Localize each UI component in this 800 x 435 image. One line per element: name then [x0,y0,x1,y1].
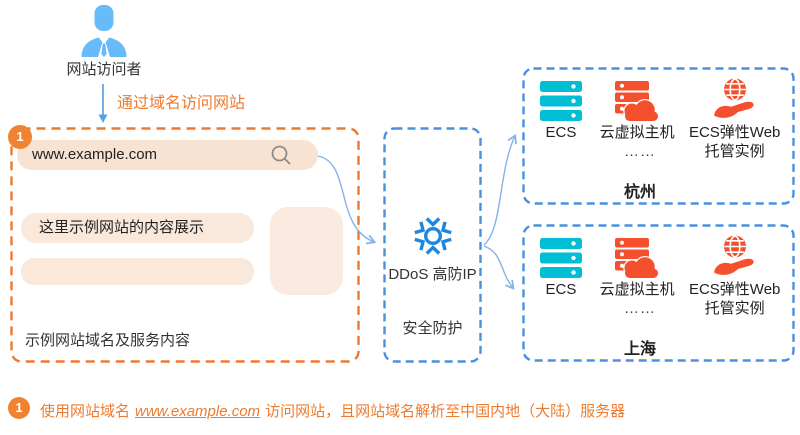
step-1-badge: 1 [8,125,32,149]
web-hosting-icon [712,78,758,121]
ddos-box-border [383,127,482,363]
ecs-server-icon [539,79,582,121]
ddos-subtitle: 安全防护 [402,320,463,337]
arrow-ddos-to-hangzhou [483,133,517,246]
service-ecs: ECS [534,79,588,162]
cloud-host-icon [615,79,660,121]
service-label: ECS弹性Web托管实例 [688,281,781,317]
search-icon [271,145,291,165]
region-box-hangzhou: ECS [522,67,795,205]
cloud-host-icon [615,236,660,278]
address-bar: www.example.com [17,140,318,170]
ddos-title: DDoS 高防IP [388,266,477,283]
flow-arrow-label: 通过域名访问网站 [117,95,246,112]
service-label: 云虚拟主机 [599,281,675,298]
web-hosting-icon [712,235,758,278]
service-cloud-host: 云虚拟主机 [588,236,686,319]
service-cloud-host: 云虚拟主机 [588,79,686,162]
website-box: www.example.com 这里示例网站的内容展示 示例网站域名及服务内容 [10,127,360,363]
footnote-step-badge: 1 [8,397,30,419]
content-empty-bar [21,258,254,285]
footnote-domain: www.example.com [135,403,261,420]
anti-ddos-icon [414,217,452,255]
website-box-border [10,127,360,363]
region-box-shanghai: ECS [522,224,795,362]
content-image-placeholder [270,207,343,295]
region-box-border [522,67,795,205]
region-box-border [522,224,795,362]
region-name: 杭州 [623,184,656,201]
service-ecs: ECS [534,236,588,319]
content-placeholder-bar: 这里示例网站的内容展示 [21,213,254,243]
visitor-person-icon [81,5,127,57]
service-label: 云虚拟主机 [599,124,675,141]
footnote-suffix: 访问网站，且网站域名解析至中国内地（大陆）服务器 [265,403,626,420]
address-bar-url: www.example.com [32,146,158,163]
ellipsis: …… [624,143,656,160]
ecs-server-icon [539,236,582,278]
footnote-prefix: 使用网站域名 [40,403,131,420]
service-web-hosting: ECS弹性Web托管实例 [686,78,783,162]
arrow-ddos-to-shanghai [483,245,515,290]
ddos-protection-box: DDoS 高防IP 安全防护 [383,127,482,363]
website-box-caption: 示例网站域名及服务内容 [25,332,191,349]
visitor-down-arrow [98,84,108,123]
service-label: ECS [545,281,577,298]
service-web-hosting: ECS弹性Web托管实例 [686,235,783,319]
visitor-label: 网站访问者 [66,61,142,78]
service-label: ECS [545,124,577,141]
ellipsis: …… [624,300,656,317]
region-name: 上海 [623,341,656,358]
service-label: ECS弹性Web托管实例 [688,124,781,160]
